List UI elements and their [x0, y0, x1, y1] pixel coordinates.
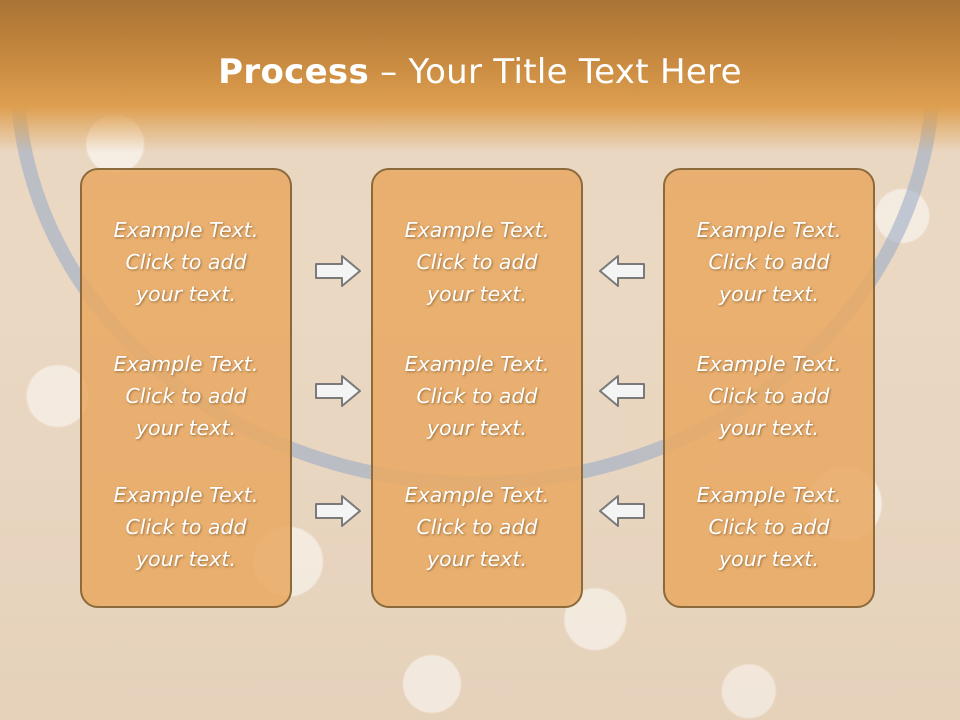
- text-line: Example Text.: [113, 218, 259, 242]
- right-arrow-icon[interactable]: [314, 493, 362, 529]
- text-placeholder[interactable]: Example Text. Click to add your text.: [665, 348, 873, 444]
- text-placeholder[interactable]: Example Text. Click to add your text.: [82, 348, 290, 444]
- text-placeholder[interactable]: Example Text. Click to add your text.: [82, 214, 290, 310]
- right-arrow-icon[interactable]: [314, 253, 362, 289]
- text-line: Click to add: [708, 250, 830, 274]
- text-line: Click to add: [416, 515, 538, 539]
- text-line: Click to add: [708, 384, 830, 408]
- text-line: Example Text.: [113, 483, 259, 507]
- text-line: your text.: [136, 547, 236, 571]
- right-arrow-icon[interactable]: [314, 373, 362, 409]
- text-line: your text.: [136, 282, 236, 306]
- title-bold: Process: [218, 52, 370, 92]
- text-placeholder[interactable]: Example Text. Click to add your text.: [373, 214, 581, 310]
- text-line: Click to add: [416, 250, 538, 274]
- left-arrow-icon[interactable]: [598, 493, 646, 529]
- text-line: your text.: [427, 416, 527, 440]
- text-line: your text.: [136, 416, 236, 440]
- process-box-right[interactable]: Example Text. Click to add your text. Ex…: [663, 168, 875, 608]
- text-line: your text.: [719, 416, 819, 440]
- text-placeholder[interactable]: Example Text. Click to add your text.: [665, 479, 873, 575]
- text-line: Example Text.: [113, 352, 259, 376]
- text-line: Example Text.: [404, 352, 550, 376]
- text-line: your text.: [719, 282, 819, 306]
- text-placeholder[interactable]: Example Text. Click to add your text.: [373, 479, 581, 575]
- text-line: Example Text.: [696, 218, 842, 242]
- left-arrow-icon[interactable]: [598, 253, 646, 289]
- title-bar: Process – Your Title Text Here: [0, 0, 960, 152]
- text-line: Example Text.: [696, 352, 842, 376]
- text-line: your text.: [719, 547, 819, 571]
- text-line: Click to add: [125, 384, 247, 408]
- slide-title[interactable]: Process – Your Title Text Here: [0, 52, 960, 92]
- text-line: Example Text.: [404, 483, 550, 507]
- left-arrow-icon[interactable]: [598, 373, 646, 409]
- text-line: Example Text.: [696, 483, 842, 507]
- text-placeholder[interactable]: Example Text. Click to add your text.: [82, 479, 290, 575]
- text-line: your text.: [427, 547, 527, 571]
- text-line: Click to add: [708, 515, 830, 539]
- process-box-left[interactable]: Example Text. Click to add your text. Ex…: [80, 168, 292, 608]
- text-line: Example Text.: [404, 218, 550, 242]
- text-line: Click to add: [125, 515, 247, 539]
- text-placeholder[interactable]: Example Text. Click to add your text.: [665, 214, 873, 310]
- process-box-center[interactable]: Example Text. Click to add your text. Ex…: [371, 168, 583, 608]
- text-placeholder[interactable]: Example Text. Click to add your text.: [373, 348, 581, 444]
- text-line: your text.: [427, 282, 527, 306]
- title-rest: – Your Title Text Here: [369, 52, 742, 92]
- text-line: Click to add: [125, 250, 247, 274]
- text-line: Click to add: [416, 384, 538, 408]
